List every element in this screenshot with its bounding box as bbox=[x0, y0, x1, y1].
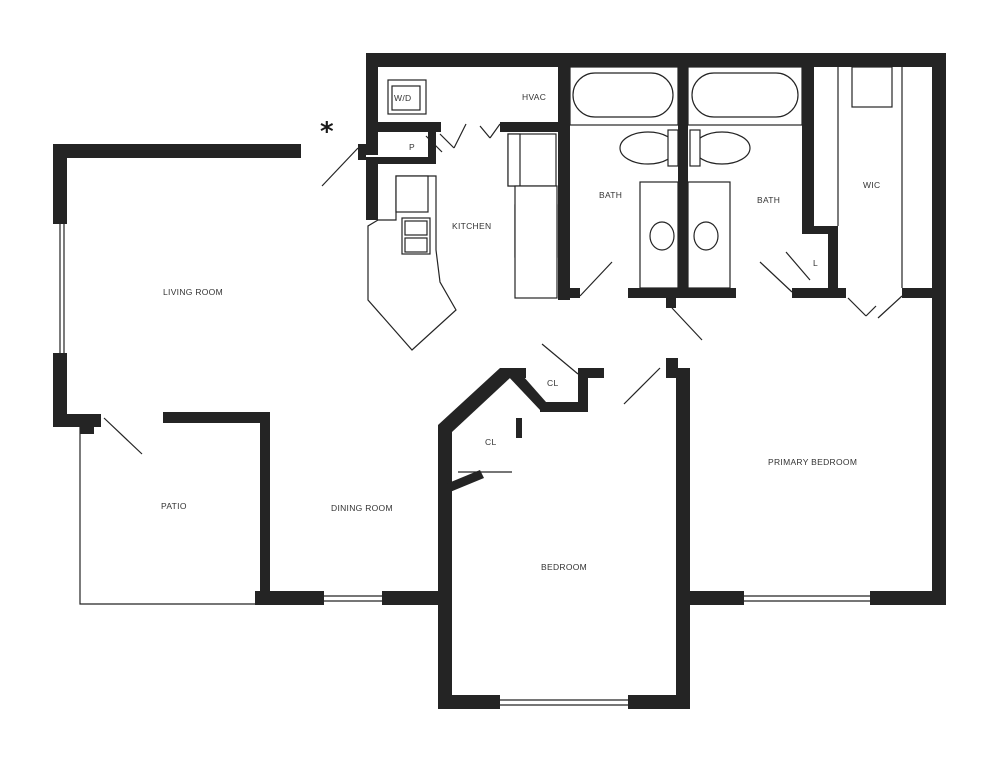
utility-door-left bbox=[439, 133, 455, 149]
wall-wic-bottom-left bbox=[792, 288, 846, 298]
entry-marker: * bbox=[320, 117, 334, 147]
wall-pantry-bottom bbox=[366, 157, 436, 164]
wall-patio-top bbox=[163, 412, 270, 423]
counter-right bbox=[514, 185, 558, 299]
wall-top-exterior bbox=[366, 53, 946, 67]
kitchen-sink-b bbox=[404, 237, 428, 253]
wall-utility-bottom bbox=[366, 122, 441, 132]
wall-wic-bottom-right bbox=[902, 288, 946, 298]
bath-hall-door bbox=[671, 307, 703, 341]
wall-bedroom-door-post bbox=[666, 358, 678, 378]
sink-1 bbox=[649, 221, 675, 251]
wall-patio-dining bbox=[260, 412, 270, 602]
wall-closet-lower-diag bbox=[446, 470, 484, 492]
wall-bedroom-bottom-left bbox=[438, 695, 500, 709]
label-closet-2: CL bbox=[485, 437, 496, 447]
wall-primary-bottom-right bbox=[870, 591, 946, 605]
wall-dining-bottom-left bbox=[255, 591, 324, 605]
label-bath-1: BATH bbox=[599, 190, 622, 200]
fridge-door bbox=[507, 133, 521, 187]
bedroom-door bbox=[623, 367, 661, 405]
patio-door bbox=[103, 417, 143, 455]
wall-closet-diagonal bbox=[438, 368, 510, 432]
wall-living-left-lower bbox=[53, 353, 67, 427]
wall-closet-top-right bbox=[578, 368, 604, 378]
wall-bedroom-left bbox=[438, 425, 452, 708]
wall-bedroom-right bbox=[676, 368, 690, 709]
label-hvac: HVAC bbox=[522, 92, 546, 102]
entry-door bbox=[321, 147, 359, 187]
tub-1-inner bbox=[572, 72, 674, 118]
wall-kitchen-bath bbox=[558, 53, 570, 300]
wall-closet-door-stub bbox=[516, 418, 522, 438]
pantry-door bbox=[425, 135, 443, 153]
wall-bedroom-bottom-right bbox=[628, 695, 690, 709]
toilet-2 bbox=[693, 131, 751, 165]
wall-kitchen-bath-foot bbox=[558, 288, 580, 298]
label-closet-1: CL bbox=[547, 378, 558, 388]
bath1-door bbox=[579, 261, 613, 297]
bath2-door bbox=[759, 261, 793, 293]
wall-linen-top bbox=[802, 226, 838, 234]
label-bath-2: BATH bbox=[757, 195, 780, 205]
closet1-door bbox=[541, 343, 579, 375]
utility-door-right bbox=[479, 125, 491, 139]
wall-closet-ledge bbox=[540, 402, 588, 412]
label-pantry: P bbox=[409, 142, 415, 152]
sink-2 bbox=[693, 221, 719, 251]
patio-boundary bbox=[79, 427, 255, 605]
kitchen-sink-a bbox=[404, 220, 428, 236]
room-labels: W/D HVAC P KITCHEN BATH BATH WIC L LIVIN… bbox=[161, 92, 880, 572]
wall-bath-bottom-stub bbox=[666, 288, 676, 308]
toilet-2-tank bbox=[689, 129, 701, 167]
entry-door-post bbox=[358, 144, 366, 160]
windows bbox=[59, 224, 870, 706]
label-linen: L bbox=[813, 258, 818, 268]
wall-living-top bbox=[53, 144, 301, 158]
tub-2-inner bbox=[691, 72, 799, 118]
toilet-1-tank bbox=[667, 129, 679, 167]
utility-door-right-b bbox=[489, 123, 501, 139]
wall-closet-right bbox=[578, 368, 588, 412]
wall-bath-wic bbox=[802, 53, 814, 231]
dishwasher bbox=[395, 175, 429, 213]
wall-utility-bottom-2 bbox=[500, 122, 558, 132]
label-wd: W/D bbox=[394, 93, 411, 103]
wic-rod bbox=[837, 66, 903, 288]
label-wic: WIC bbox=[863, 180, 880, 190]
fixtures bbox=[367, 66, 803, 351]
wall-living-bottom-post bbox=[80, 414, 94, 434]
wic-shelf bbox=[851, 66, 893, 108]
label-living-room: LIVING ROOM bbox=[163, 287, 223, 297]
label-patio: PATIO bbox=[161, 501, 187, 511]
doors bbox=[103, 123, 903, 473]
wall-kitchen-left bbox=[366, 160, 378, 220]
patio-outline bbox=[79, 427, 255, 605]
wall-utility-left bbox=[366, 53, 378, 155]
label-primary-bedroom: PRIMARY BEDROOM bbox=[768, 457, 857, 467]
wall-dining-bottom-right bbox=[382, 591, 452, 605]
label-dining-room: DINING ROOM bbox=[331, 503, 393, 513]
wall-closet-inner bbox=[506, 368, 546, 410]
wic-door-left bbox=[847, 297, 867, 317]
wall-right-exterior bbox=[932, 53, 946, 605]
linen-door bbox=[785, 251, 811, 281]
wic-door-left-b bbox=[865, 305, 877, 317]
wall-bath-bottom bbox=[628, 288, 736, 298]
wall-primary-bottom-left bbox=[686, 591, 744, 605]
label-bedroom: BEDROOM bbox=[541, 562, 587, 572]
utility-door-left-b bbox=[453, 123, 467, 149]
label-kitchen: KITCHEN bbox=[452, 221, 491, 231]
wall-linen-right bbox=[828, 226, 838, 298]
wall-bath-divider bbox=[678, 53, 688, 298]
wic-door-right bbox=[877, 295, 903, 319]
wall-living-left-upper bbox=[53, 144, 67, 224]
walls bbox=[53, 53, 946, 709]
washer-dryer-inner bbox=[391, 85, 421, 111]
